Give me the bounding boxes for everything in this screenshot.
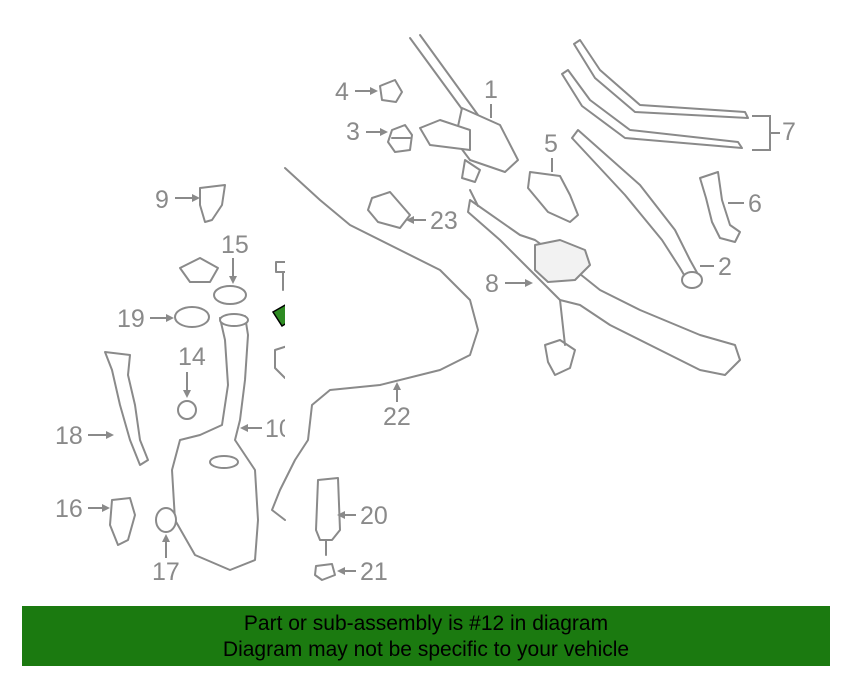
part-5-cover[interactable] bbox=[527, 171, 579, 223]
callout-22: 22 bbox=[383, 403, 411, 431]
part-22-washer-hose[interactable] bbox=[271, 167, 479, 521]
part-20-washer-pump[interactable] bbox=[315, 477, 341, 556]
banner-line-2: Diagram may not be specific to your vehi… bbox=[222, 638, 630, 661]
part-23-bracket[interactable] bbox=[367, 191, 411, 229]
part-4-cap[interactable] bbox=[379, 79, 403, 103]
callout-9: 9 bbox=[155, 186, 169, 214]
callout-6: 6 bbox=[748, 190, 762, 218]
callout-21: 21 bbox=[360, 558, 388, 586]
part-8-wiper-linkage[interactable] bbox=[467, 189, 741, 376]
part-2-wiper-arm[interactable] bbox=[571, 129, 703, 289]
part-18-bracket[interactable] bbox=[104, 351, 149, 466]
part-9-bracket[interactable] bbox=[199, 184, 226, 223]
part-6-hose[interactable] bbox=[699, 171, 741, 243]
leader-7 bbox=[752, 115, 771, 151]
callout-1: 1 bbox=[484, 76, 498, 104]
part-3-grommet[interactable] bbox=[387, 124, 413, 153]
part-17-cap[interactable] bbox=[155, 507, 177, 533]
part-19-seal[interactable] bbox=[174, 306, 210, 328]
part-7-wiper-blades[interactable] bbox=[561, 39, 749, 149]
callout-16: 16 bbox=[55, 495, 83, 523]
info-banner: Part or sub-assembly is #12 in diagram D… bbox=[22, 606, 830, 666]
part-14-o-ring[interactable] bbox=[177, 400, 197, 420]
part-10-washer-reservoir[interactable] bbox=[171, 313, 259, 571]
callout-4: 4 bbox=[335, 78, 349, 106]
callout-20: 20 bbox=[360, 502, 388, 530]
callout-5: 5 bbox=[544, 130, 558, 158]
part-21-grommet[interactable] bbox=[314, 563, 336, 581]
part-1-wiper-arm-pivot[interactable] bbox=[409, 34, 519, 183]
parts-diagram: 1 2 3 4 5 6 7 8 bbox=[55, 34, 796, 586]
part-16-sensor[interactable] bbox=[109, 497, 136, 546]
part-15-gasket[interactable] bbox=[179, 257, 247, 305]
banner-line-1: Part or sub-assembly is #12 in diagram bbox=[243, 612, 609, 635]
callout-14: 14 bbox=[178, 343, 206, 371]
callout-3: 3 bbox=[346, 118, 360, 146]
callout-15: 15 bbox=[221, 231, 249, 259]
callout-18: 18 bbox=[55, 422, 83, 450]
callout-8: 8 bbox=[485, 270, 499, 298]
callout-23: 23 bbox=[430, 207, 458, 235]
callout-17: 17 bbox=[152, 558, 180, 586]
callout-7: 7 bbox=[782, 118, 796, 146]
callout-19: 19 bbox=[117, 305, 145, 333]
callout-2: 2 bbox=[718, 253, 732, 281]
